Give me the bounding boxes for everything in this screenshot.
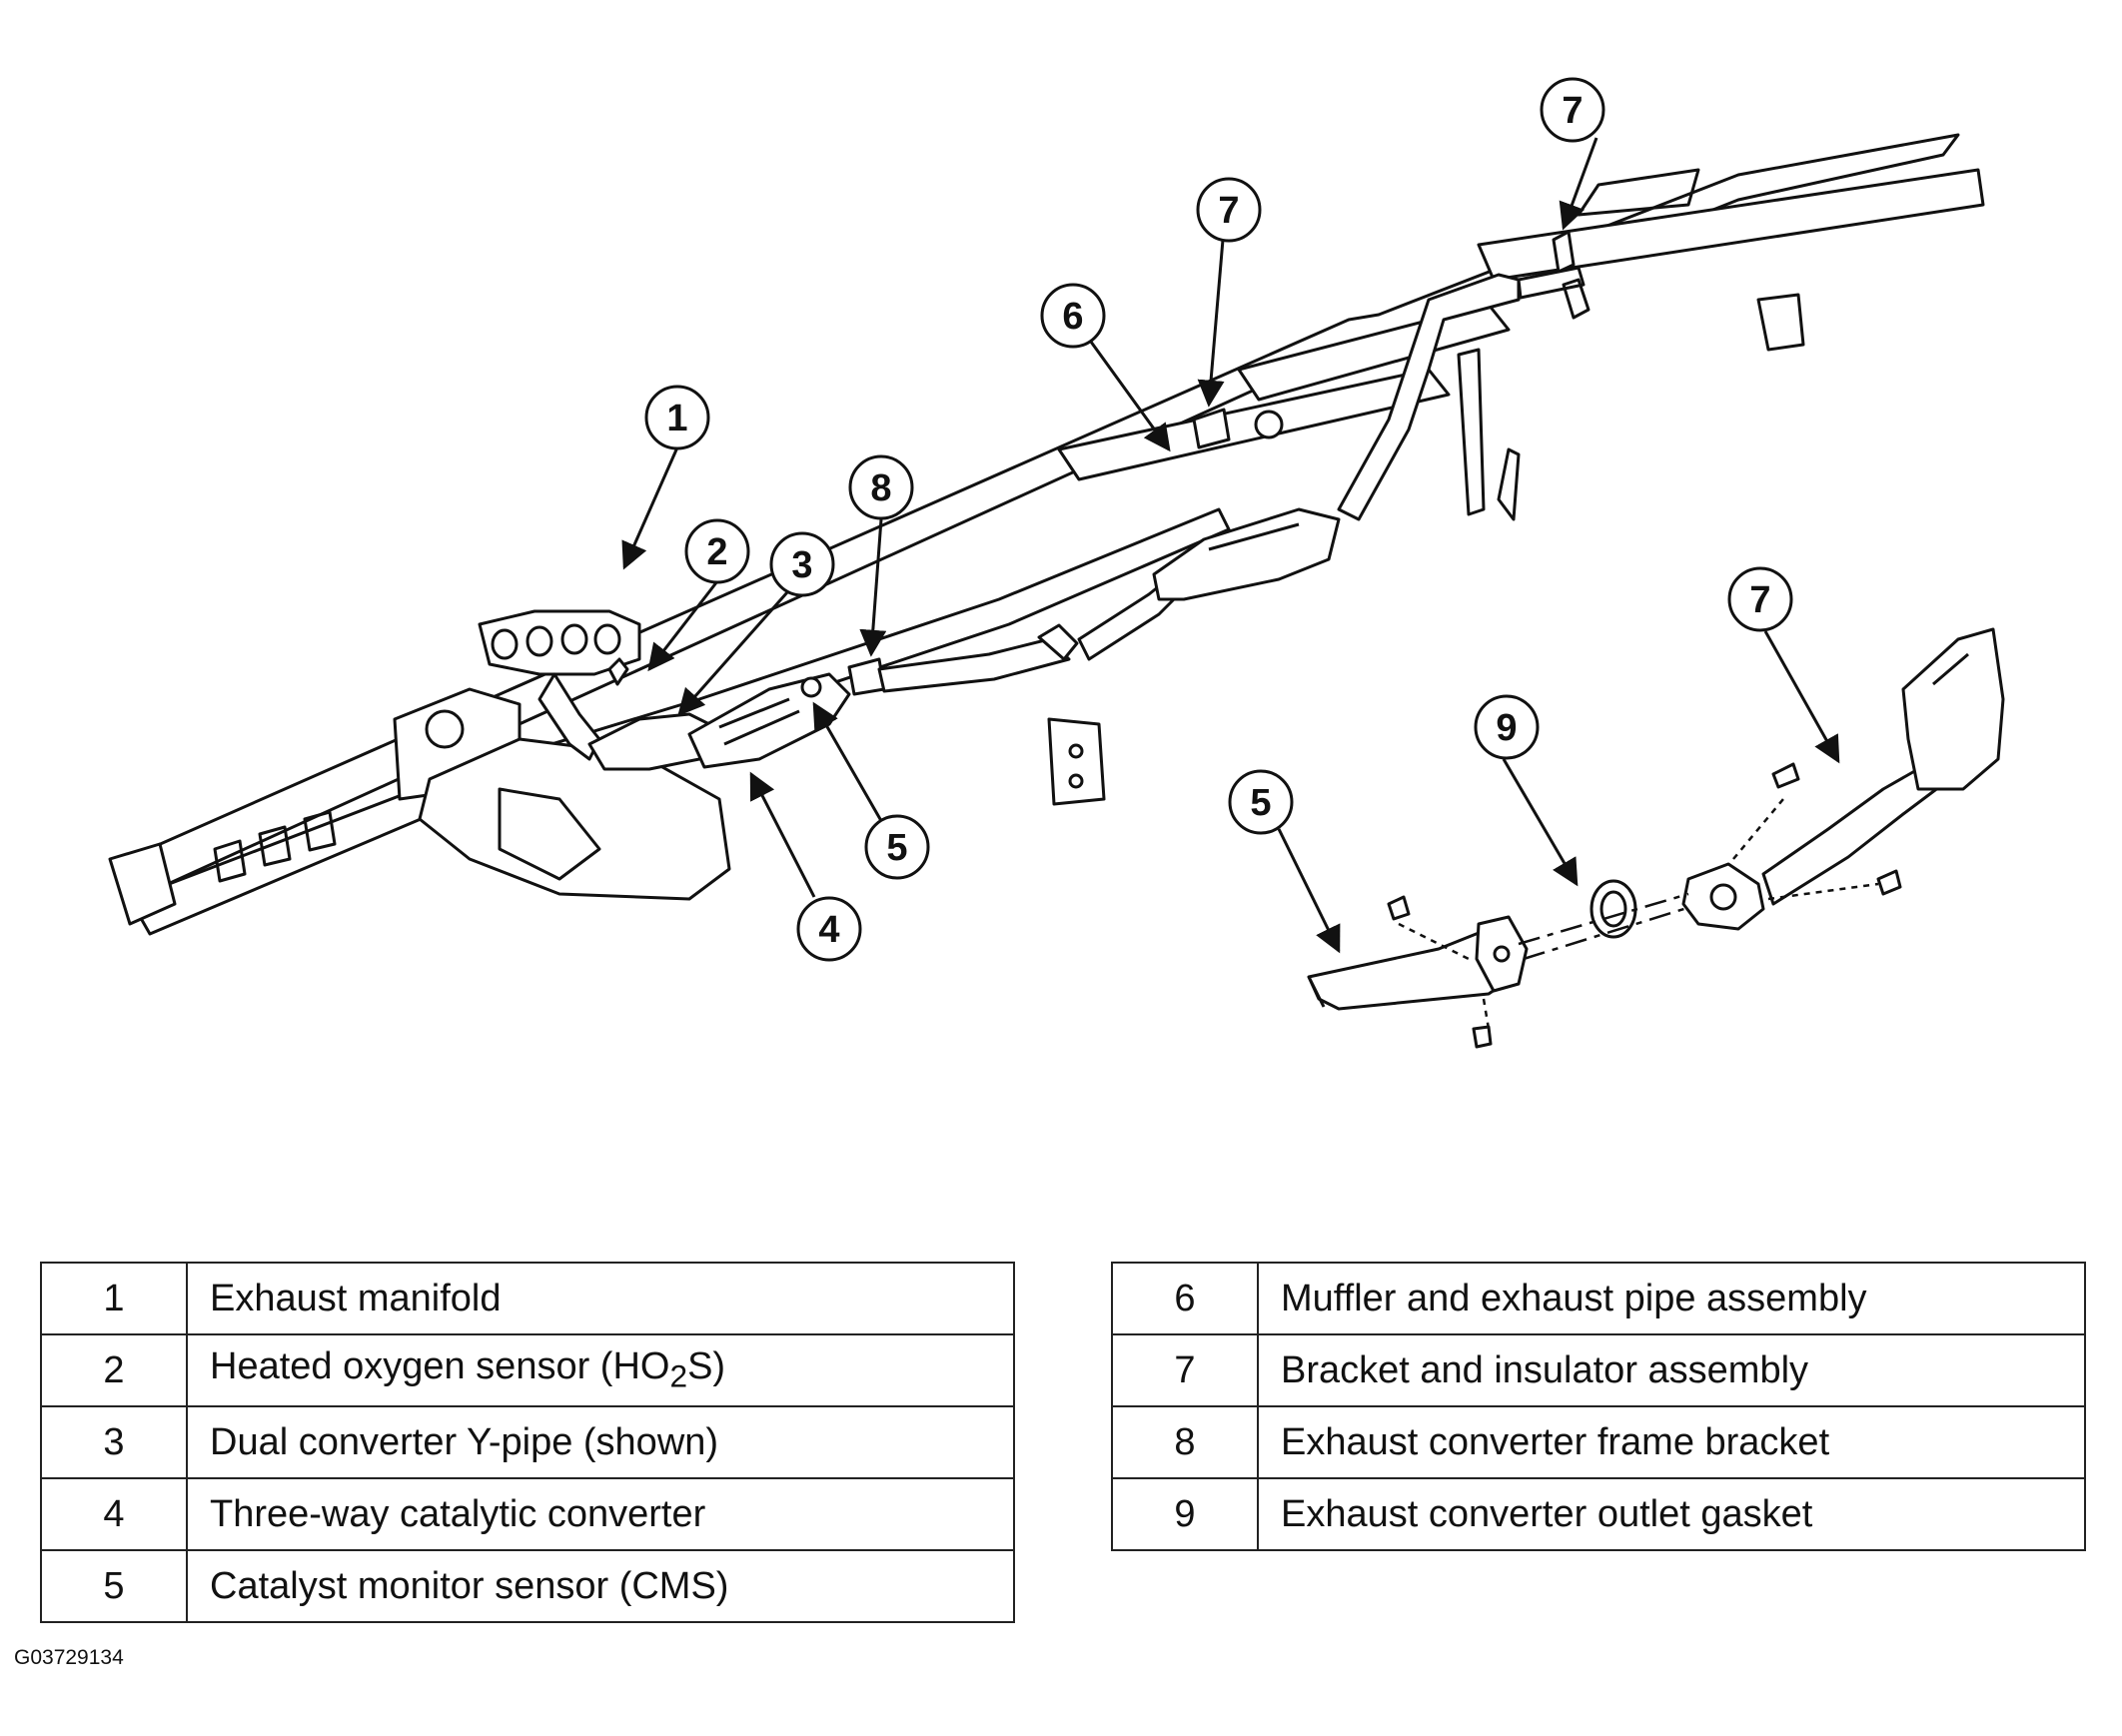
legend-description: Bracket and insulator assembly	[1257, 1333, 2086, 1407]
legend-text: Heated oxygen sensor (HO	[210, 1345, 670, 1388]
svg-text:5: 5	[886, 827, 907, 869]
legend-number: 2	[40, 1333, 188, 1407]
callout-leaders	[621, 137, 1840, 954]
legend-number: 5	[40, 1549, 188, 1623]
callout-6: 6	[1040, 283, 1106, 349]
legend-row: 5 Catalyst monitor sensor (CMS)	[40, 1549, 1015, 1623]
legend-description: Heated oxygen sensor (HO2S)	[186, 1333, 1015, 1407]
legend-number: 9	[1111, 1477, 1259, 1551]
exhaust-system-illustration: 1 2 3 4 5 6 7 7 7 8 9 5	[108, 77, 2005, 1049]
svg-text:8: 8	[870, 467, 891, 509]
svg-text:7: 7	[1749, 579, 1770, 621]
legend-row: 8 Exhaust converter frame bracket	[1111, 1405, 2086, 1479]
svg-text:3: 3	[791, 544, 812, 586]
legend-row: 9 Exhaust converter outlet gasket	[1111, 1477, 2086, 1551]
svg-text:6: 6	[1062, 296, 1083, 338]
legend-number: 7	[1111, 1333, 1259, 1407]
legend-description: Exhaust manifold	[186, 1262, 1015, 1335]
legend-row: 7 Bracket and insulator assembly	[1111, 1333, 2086, 1407]
legend-row: 1 Exhaust manifold	[40, 1262, 1015, 1335]
callout-1: 1	[644, 385, 710, 450]
legend-row: 3 Dual converter Y-pipe (shown)	[40, 1405, 1015, 1479]
callout-5-detail: 5	[1228, 769, 1294, 835]
svg-text:1: 1	[666, 398, 687, 439]
legend-table-left: 1 Exhaust manifold 2 Heated oxygen senso…	[40, 1262, 1015, 1623]
callout-8: 8	[848, 454, 914, 520]
svg-text:7: 7	[1562, 90, 1583, 132]
exhaust-pipe-assembly	[587, 230, 1591, 771]
callout-2: 2	[684, 518, 750, 584]
legend-row: 6 Muffler and exhaust pipe assembly	[1111, 1262, 2086, 1335]
exploded-detail	[1307, 627, 2005, 1049]
svg-text:2: 2	[706, 531, 727, 573]
svg-text:7: 7	[1218, 190, 1239, 232]
alignment-lines	[1398, 798, 1879, 1030]
legend-description: Three-way catalytic converter	[186, 1477, 1015, 1551]
legend-number: 3	[40, 1405, 188, 1479]
callout-7-detail: 7	[1727, 566, 1793, 632]
engine-manifold-area	[418, 609, 731, 901]
svg-text:4: 4	[818, 909, 839, 951]
legend-description: Catalyst monitor sensor (CMS)	[186, 1549, 1015, 1623]
callout-4: 4	[796, 896, 862, 962]
legend-description: Exhaust converter outlet gasket	[1257, 1477, 2086, 1551]
legend-description: Dual converter Y-pipe (shown)	[186, 1405, 1015, 1479]
legend-number: 6	[1111, 1262, 1259, 1335]
callout-5: 5	[864, 814, 930, 880]
legend-number: 8	[1111, 1405, 1259, 1479]
legend-description: Exhaust converter frame bracket	[1257, 1405, 2086, 1479]
legend-row: 2 Heated oxygen sensor (HO2S)	[40, 1333, 1015, 1407]
callout-7-top: 7	[1540, 77, 1605, 143]
legend-number: 4	[40, 1477, 188, 1551]
legend-row: 4 Three-way catalytic converter	[40, 1477, 1015, 1551]
callout-3: 3	[769, 531, 835, 597]
svg-text:9: 9	[1496, 707, 1517, 749]
legend-description: Muffler and exhaust pipe assembly	[1257, 1262, 2086, 1335]
callout-7-center: 7	[1196, 177, 1262, 243]
legend-text: S)	[687, 1345, 726, 1388]
callout-9: 9	[1474, 694, 1540, 760]
legend-number: 1	[40, 1262, 188, 1335]
figure-code: G03729134	[14, 1646, 124, 1669]
legend-table-right: 6 Muffler and exhaust pipe assembly 7 Br…	[1111, 1262, 2086, 1551]
vehicle-frame	[108, 133, 1985, 936]
svg-text:5: 5	[1250, 782, 1271, 824]
legend-subscript: 2	[669, 1357, 688, 1394]
